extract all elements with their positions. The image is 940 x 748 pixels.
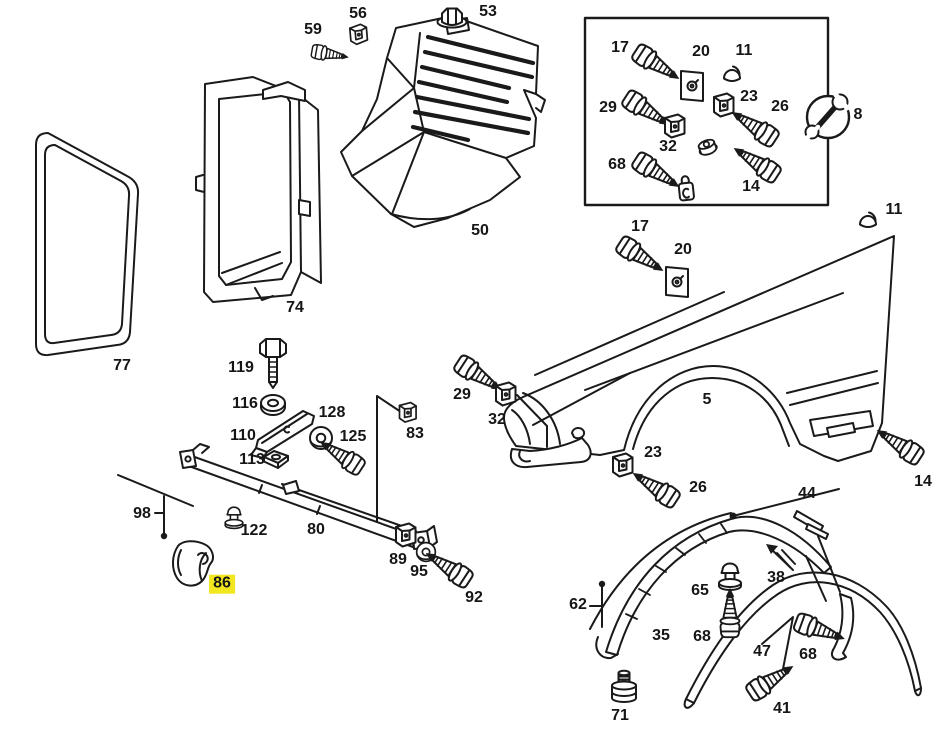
- screw-glyph: [309, 43, 351, 66]
- bolt-glyph: [259, 338, 287, 389]
- pointer-62: [589, 580, 606, 628]
- part-label-14-fender[interactable]: 14: [914, 473, 932, 491]
- pointer-98: [117, 474, 194, 540]
- part-label-26-box[interactable]: 26: [771, 98, 789, 116]
- part-label-59[interactable]: 59: [304, 21, 322, 39]
- part-label-17-box[interactable]: 17: [611, 39, 629, 57]
- screw-glyph: [613, 233, 670, 281]
- clip-glyph: [495, 381, 517, 407]
- cap-glyph: [859, 211, 877, 228]
- part-label-20-box[interactable]: 20: [692, 43, 710, 61]
- part-label-86[interactable]: 86: [209, 574, 235, 594]
- part-label-8[interactable]: 8: [853, 106, 863, 124]
- screw-glyph: [743, 656, 800, 704]
- wrench-icon: [804, 92, 851, 141]
- part-label-95[interactable]: 95: [410, 563, 428, 581]
- part-label-122[interactable]: 122: [240, 522, 268, 540]
- part-label-113[interactable]: 113: [239, 451, 265, 469]
- part-label-11-fender[interactable]: 11: [885, 201, 903, 219]
- part-label-17-fender[interactable]: 17: [631, 218, 649, 236]
- part-label-38[interactable]: 38: [767, 569, 785, 587]
- part-label-65[interactable]: 65: [691, 582, 709, 600]
- retaining-strap-44-shape: [793, 510, 829, 540]
- part-label-53[interactable]: 53: [479, 3, 497, 21]
- part-label-47[interactable]: 47: [753, 643, 771, 661]
- part-label-89[interactable]: 89: [389, 551, 407, 569]
- air-duct-50-shape: [340, 15, 546, 228]
- plate-glyph: [680, 70, 704, 102]
- part-label-41[interactable]: 41: [773, 700, 791, 718]
- clip-glyph: [713, 92, 735, 118]
- part-label-68-arch[interactable]: 68: [799, 646, 817, 664]
- part-label-32-fender[interactable]: 32: [488, 411, 506, 429]
- clip-glyph: [664, 113, 686, 139]
- part-label-20-fender[interactable]: 20: [674, 241, 692, 259]
- part-label-77[interactable]: 77: [113, 357, 131, 375]
- clamp-86-shape: [172, 540, 214, 587]
- part-label-50[interactable]: 50: [471, 222, 489, 240]
- part-label-32-box[interactable]: 32: [659, 138, 677, 156]
- fender-5-shape: [502, 235, 895, 462]
- seal-frame-77-shape: [35, 132, 140, 357]
- clip-glyph: [612, 452, 634, 478]
- part-label-23-fender[interactable]: 23: [644, 444, 662, 462]
- hardware-box-frame: [583, 16, 830, 207]
- clip-glyph: [398, 401, 417, 423]
- part-label-62[interactable]: 62: [569, 596, 587, 614]
- part-label-83[interactable]: 83: [406, 425, 424, 443]
- part-label-98[interactable]: 98: [133, 505, 151, 523]
- part-label-35[interactable]: 35: [652, 627, 670, 645]
- part-label-68-liner[interactable]: 68: [693, 628, 711, 646]
- part-label-29-box[interactable]: 29: [599, 99, 617, 117]
- part-label-125[interactable]: 125: [339, 428, 367, 446]
- arch-molding-47-shape: [683, 571, 922, 709]
- part-label-5[interactable]: 5: [702, 391, 712, 409]
- part-label-71[interactable]: 71: [611, 707, 629, 725]
- part-label-68-box[interactable]: 68: [608, 156, 626, 174]
- nut-glyph: [436, 7, 468, 29]
- part-label-116[interactable]: 116: [232, 395, 258, 413]
- part-label-119[interactable]: 119: [228, 359, 254, 377]
- part-label-11-box[interactable]: 11: [735, 42, 753, 60]
- part-label-110[interactable]: 110: [230, 427, 256, 445]
- screw-glyph: [719, 586, 741, 639]
- washer-glyph: [260, 394, 286, 416]
- leader-83: [376, 395, 402, 532]
- part-label-56[interactable]: 56: [349, 5, 367, 23]
- bracket-110-shape: [250, 410, 315, 459]
- clip-glyph: [348, 23, 369, 46]
- sqnut-glyph: [263, 450, 289, 469]
- stud-glyph: [611, 669, 637, 703]
- pushpin-glyph: [718, 562, 742, 591]
- part-label-29-fender[interactable]: 29: [453, 386, 471, 404]
- part-label-128[interactable]: 128: [318, 404, 346, 422]
- pointer-38: [766, 544, 796, 571]
- plate-glyph: [665, 266, 689, 298]
- screw-glyph: [626, 463, 683, 511]
- part-label-44[interactable]: 44: [798, 485, 816, 503]
- shroud-frame-74-shape: [195, 76, 322, 303]
- bumper-end-shape: [509, 427, 592, 469]
- part-label-26-fender[interactable]: 26: [689, 479, 707, 497]
- pointer-47-41: [761, 616, 794, 670]
- part-label-14-box[interactable]: 14: [742, 178, 760, 196]
- clip-glyph: [395, 522, 417, 548]
- molding-end-strip-shape: [805, 535, 855, 661]
- part-label-80[interactable]: 80: [307, 521, 325, 539]
- crossmember-80-shape: [179, 443, 438, 550]
- part-label-23-box[interactable]: 23: [740, 88, 758, 106]
- part-label-92[interactable]: 92: [465, 589, 483, 607]
- part-label-74[interactable]: 74: [286, 299, 304, 317]
